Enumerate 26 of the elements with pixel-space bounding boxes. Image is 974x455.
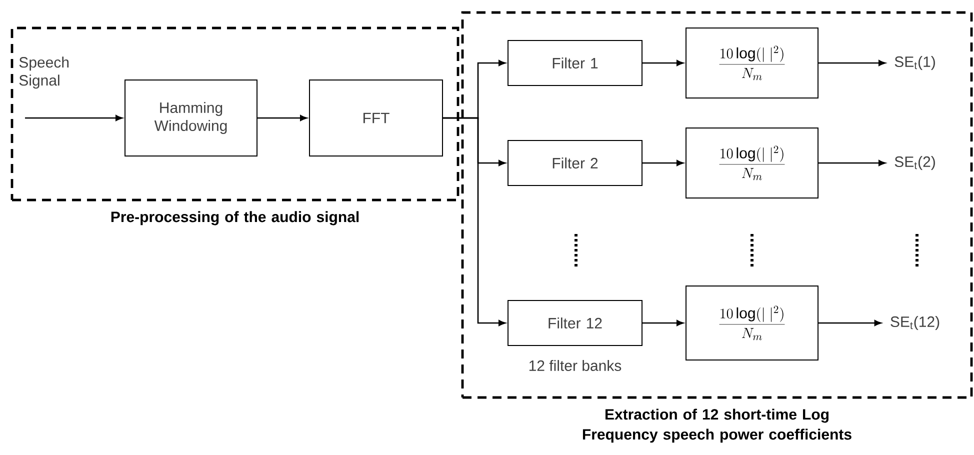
group-heading: Pre-processing of the audio signal — [111, 211, 359, 226]
process-box: Filter 2 — [508, 140, 642, 186]
process-box: Hamming Windowing — [124, 80, 258, 156]
output-label: SE$_{t}$(12) — [890, 316, 940, 330]
dashed-group-box — [461, 11, 973, 443]
caption-text: 12 filter banks — [529, 360, 622, 371]
formula-box: $\frac{10\log(|\;|^{2})}{N_{m}}$ — [686, 128, 818, 198]
dashed-group-box — [10, 26, 460, 226]
process-box: Filter 12 — [508, 300, 642, 346]
process-box: FFT — [309, 80, 443, 156]
arrow — [258, 115, 308, 121]
arrow — [25, 115, 123, 121]
arrow — [642, 60, 684, 66]
arrow — [818, 320, 882, 326]
edge-label: Speech Signal — [19, 56, 69, 89]
arrow — [818, 160, 886, 166]
group-heading: Extraction of 12 short-time Log Frequency speech power coefficients — [582, 408, 852, 443]
formula-box: $\frac{10\log(|\;|^{2})}{N_{m}}$ — [686, 28, 818, 98]
output-label: SE$_{t}$(2) — [894, 156, 935, 170]
arrow — [642, 160, 684, 166]
arrow — [443, 117, 506, 326]
arrow — [818, 60, 886, 66]
output-label: SE$_{t}$(1) — [894, 56, 935, 70]
arrow — [642, 320, 684, 326]
formula-box: $\frac{10\log(|\;|^{2})}{N_{m}}$ — [686, 286, 818, 360]
process-box: Filter 1 — [508, 40, 642, 86]
